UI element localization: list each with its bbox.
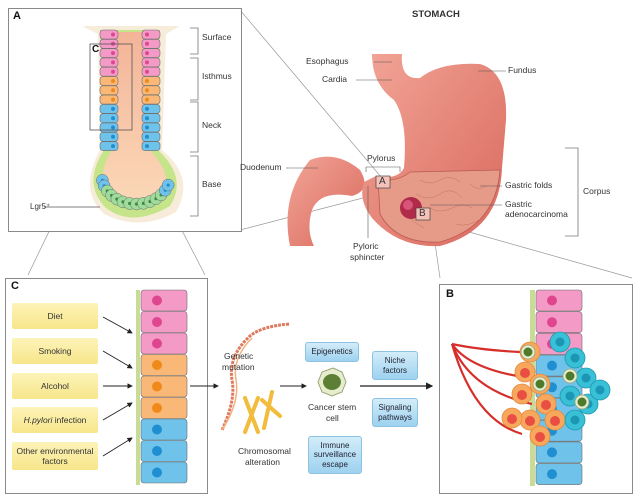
gland-cell — [141, 48, 161, 58]
epithelial-cell — [140, 397, 188, 419]
label-esophagus: Esophagus — [306, 56, 349, 66]
gland-cell — [99, 104, 119, 114]
label-pyloric-2: sphincter — [350, 252, 385, 262]
epithelium-column-c — [140, 289, 188, 484]
label-duodenum: Duodenum — [240, 162, 282, 172]
gland-cell — [99, 76, 119, 86]
duodenum-shape — [287, 156, 365, 246]
factor-alcohol: Alcohol — [12, 373, 98, 399]
zone-isthmus: Isthmus — [202, 71, 232, 81]
tumor-cell-cyan — [564, 347, 586, 369]
tumor-cell-orange — [501, 407, 523, 429]
factor-hpylori: H.pylori infection — [12, 407, 98, 433]
gland-cells-left — [99, 29, 119, 151]
label-fundus: Fundus — [508, 65, 537, 75]
gland-cell — [141, 141, 161, 151]
csc-label-1: Cancer stem — [308, 402, 357, 412]
cancer-stem-cell — [574, 394, 590, 410]
epithelial-cell — [535, 463, 583, 485]
tumor-cell-cluster — [501, 331, 611, 447]
genetic-mutation-2: mutation — [222, 362, 255, 372]
chromosome-icon — [243, 390, 282, 434]
marker-a-box — [375, 175, 391, 189]
label-corpus: Corpus — [583, 186, 611, 196]
marker-b-box — [415, 207, 431, 221]
epithelial-cell — [140, 440, 188, 462]
niche-factors-box: Niche factors — [372, 351, 418, 380]
gland-cell — [141, 132, 161, 142]
tumor-cell-cyan — [549, 331, 571, 353]
gland-cell — [99, 141, 119, 151]
tumor-cell-orange — [519, 409, 541, 431]
cancer-stem-cell — [520, 344, 536, 360]
gland-cells-right — [141, 29, 161, 151]
epithelial-cell — [140, 375, 188, 398]
chromosomal-2: alteration — [245, 457, 280, 467]
inset-c-box — [89, 43, 133, 131]
epithelial-cell — [140, 332, 188, 355]
corpus-bracket — [565, 147, 579, 237]
inset-c-label: C — [92, 44, 100, 55]
tumor-cell-orange — [544, 409, 566, 431]
factor-smoking: Smoking — [12, 338, 98, 364]
label-gastric-adeno-1: Gastric — [505, 199, 532, 209]
tumor-cell-orange — [514, 361, 536, 383]
panel-b-label: B — [446, 288, 454, 300]
panel-a-label: A — [13, 10, 21, 22]
panel-c-label: C — [11, 280, 19, 292]
dna-icon — [220, 322, 291, 431]
gland-cell — [99, 29, 119, 40]
zone-neck: Neck — [202, 120, 222, 130]
factor-arrows — [102, 316, 133, 457]
zone-surface: Surface — [202, 32, 232, 42]
epithelial-cell — [140, 289, 188, 312]
csc-label-2: cell — [326, 413, 339, 423]
gland-cell — [99, 48, 119, 58]
epithelial-cell — [535, 441, 583, 464]
hpylori-italic: H.pylori — [23, 414, 53, 425]
gland-cell — [141, 104, 161, 114]
factor-diet: Diet — [12, 303, 98, 329]
label-cardia: Cardia — [322, 74, 348, 84]
tumor-cell-cyan — [564, 409, 586, 431]
label-pyloric-1: Pyloric — [353, 241, 379, 251]
tumor-cell-cyan — [589, 379, 611, 401]
gland-cell — [141, 85, 161, 96]
epithelial-cell — [140, 461, 188, 484]
zone-brackets — [190, 27, 199, 217]
epithelial-cell — [140, 311, 188, 333]
tumor-cell-orange — [511, 383, 533, 405]
stomach-title: STOMACH — [412, 9, 460, 20]
signaling-pathways-box: Signaling pathways — [372, 398, 418, 427]
chromosomal-1: Chromosomal — [238, 446, 291, 456]
tumor-cell-orange — [535, 393, 557, 415]
genetic-mutation-1: Genetic — [224, 351, 254, 361]
immune-escape-box: Immune surveillance escape — [308, 436, 362, 474]
gland-cell — [141, 57, 161, 68]
label-gastric-adeno-2: adenocarcinoma — [505, 209, 568, 219]
gland-cell — [141, 76, 161, 86]
hpylori-text: infection — [52, 414, 87, 425]
tumor-cell-orange — [529, 425, 551, 447]
tumor-cell-cyan — [575, 367, 597, 389]
gland-base-cells — [96, 174, 175, 211]
epithelial-cell — [140, 418, 188, 441]
gland-base-cell — [161, 178, 175, 192]
marker-a: A — [379, 176, 386, 187]
zone-base: Base — [202, 179, 222, 189]
epithelial-cell — [535, 289, 583, 312]
epigenetics-box: Epigenetics — [305, 342, 359, 362]
label-gastric-folds: Gastric folds — [505, 180, 553, 190]
cancer-stem-cell — [562, 368, 578, 384]
factor-other: Other environmental factors — [12, 442, 98, 470]
cancer-stem-cell — [532, 376, 548, 392]
lgr5-label: Lgr5⁺ — [30, 202, 51, 211]
epithelial-cell — [535, 311, 583, 334]
marker-b: B — [419, 208, 426, 219]
label-pylorus: Pylorus — [367, 153, 396, 163]
epithelial-cell — [140, 354, 188, 376]
